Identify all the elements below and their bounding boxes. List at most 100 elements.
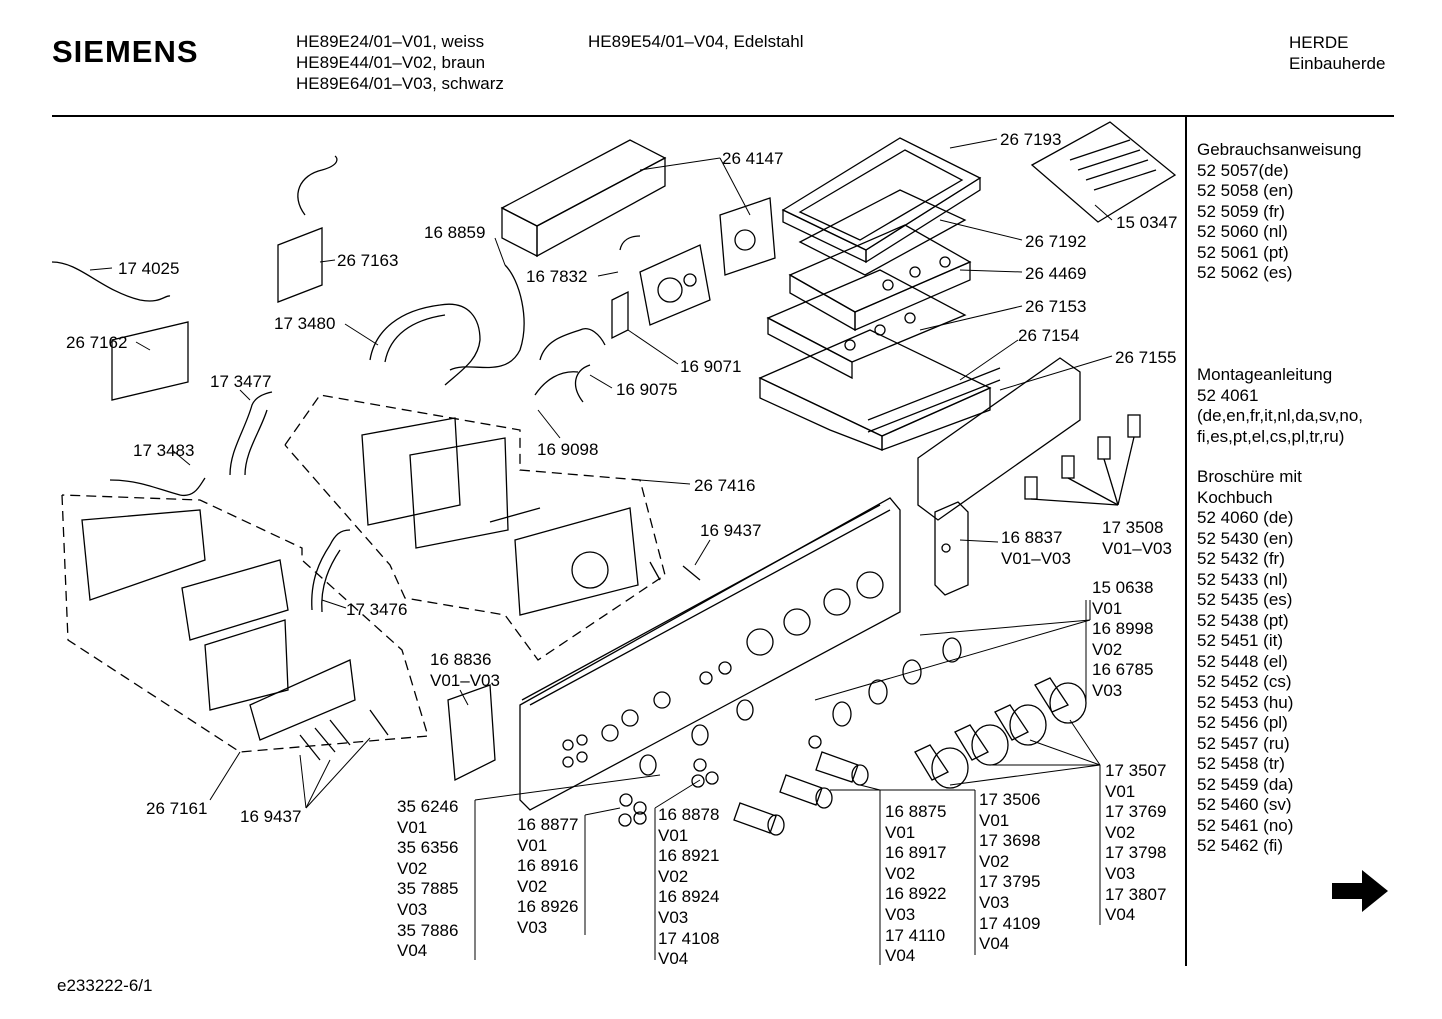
part-label[interactable]: 26 7193 — [1000, 130, 1062, 149]
variant: V02 — [979, 851, 1010, 871]
doc-item[interactable]: 52 5451 (it) — [1197, 631, 1283, 650]
doc-item[interactable]: 52 5060 (nl) — [1197, 222, 1288, 241]
part-block[interactable]: 15 0638 V01 16 8998 V02 16 6785 V03 — [1092, 578, 1153, 702]
part-number: 17 4109 — [979, 913, 1041, 933]
center-assembly-drawing — [284, 394, 666, 661]
model-line: HE89E44/01–V02, braun — [296, 53, 486, 72]
part-label[interactable]: 16 9437 — [700, 521, 762, 540]
doc-item[interactable]: 52 5062 (es) — [1197, 263, 1293, 282]
doc-item[interactable]: 52 5462 (fi) — [1197, 836, 1283, 855]
doc-item[interactable]: 52 5456 (pl) — [1197, 713, 1288, 732]
variant: V03 — [658, 907, 689, 927]
section-title: Montageanleitung — [1197, 365, 1333, 384]
part-label[interactable]: 16 9075 — [616, 380, 678, 399]
part-block[interactable]: 35 6246 V01 35 6356 V02 35 7885 V03 35 7… — [397, 797, 458, 962]
doc-item[interactable]: 52 5061 (pt) — [1197, 242, 1289, 262]
part-label[interactable]: 26 7192 — [1025, 232, 1087, 251]
part-block[interactable]: 16 8837 V01–V03 — [1001, 528, 1071, 569]
doc-item[interactable]: 52 5448 (el) — [1197, 651, 1288, 671]
doc-item[interactable]: 52 5459 (da) — [1197, 774, 1294, 794]
doc-item[interactable]: 52 4061 — [1197, 385, 1259, 405]
doc-item[interactable]: 52 5461 (no) — [1197, 815, 1294, 835]
part-block[interactable]: 16 8878 V01 16 8921 V02 16 8924 V03 17 4… — [658, 805, 719, 970]
screw-bag-drawing — [1030, 121, 1177, 223]
part-number: 16 8877 — [517, 815, 579, 834]
part-label[interactable]: 17 3476 — [346, 600, 408, 619]
part-label[interactable]: 15 0347 — [1116, 213, 1178, 232]
variant: V03 — [979, 892, 1010, 912]
part-number: 17 3798 — [1105, 843, 1167, 863]
doc-item[interactable]: 52 5438 (pt) — [1197, 610, 1289, 630]
bracket-drawing — [500, 139, 667, 258]
part-label[interactable]: 26 7416 — [694, 476, 756, 495]
part-number: 16 8998 — [1092, 619, 1154, 639]
doc-item[interactable]: 52 4060 (de) — [1197, 508, 1294, 527]
part-block[interactable]: 17 3508 V01–V03 — [1102, 518, 1172, 559]
sidebar-divider — [1185, 117, 1187, 966]
header-divider — [52, 115, 1394, 117]
part-number: 17 3698 — [979, 831, 1041, 851]
cable-drawing — [51, 155, 641, 613]
part-label[interactable]: 16 9071 — [680, 357, 742, 376]
variant: V02 — [885, 863, 916, 883]
doc-item[interactable]: 52 5058 (en) — [1197, 181, 1294, 200]
part-label[interactable]: 16 9437 — [240, 807, 302, 826]
part-label[interactable]: 26 7153 — [1025, 297, 1087, 316]
screw-drawing — [299, 561, 701, 761]
variant: V01 — [885, 822, 916, 842]
part-block[interactable]: 16 8875 V01 16 8917 V02 16 8922 V03 17 4… — [885, 802, 946, 967]
part-label[interactable]: 17 3480 — [274, 314, 336, 333]
part-number: 17 3508 — [1102, 518, 1164, 537]
part-label[interactable]: 16 8859 — [424, 223, 486, 242]
category-block: HERDE Einbauherde — [1289, 32, 1385, 74]
document-code: e233222-6/1 — [57, 976, 153, 995]
part-number: 17 3795 — [979, 872, 1041, 892]
part-label[interactable]: 26 7161 — [146, 799, 208, 818]
doc-item[interactable]: 52 5430 (en) — [1197, 528, 1294, 548]
part-number: 35 7886 — [397, 920, 459, 940]
doc-item[interactable]: 52 5057(de) — [1197, 160, 1289, 180]
section-title: Kochbuch — [1197, 487, 1273, 507]
part-label[interactable]: 26 4469 — [1025, 264, 1087, 283]
ring-drawing — [618, 637, 962, 827]
frame-drawing — [798, 189, 967, 276]
arrow-right-icon[interactable] — [1330, 866, 1390, 916]
part-block[interactable]: 17 3506 V01 17 3698 V02 17 3795 V03 17 4… — [979, 790, 1040, 955]
section-title: Broschüre mit — [1197, 467, 1302, 486]
part-block[interactable]: 16 8836 V01–V03 — [430, 650, 500, 691]
part-number: 16 8878 — [658, 805, 720, 824]
part-label[interactable]: 17 3477 — [210, 372, 272, 391]
part-label[interactable]: 26 4147 — [722, 149, 784, 168]
doc-item[interactable]: 52 5457 (ru) — [1197, 733, 1290, 753]
variant: V03 — [1092, 680, 1123, 700]
part-label[interactable]: 17 4025 — [118, 259, 180, 278]
model-line: HE89E24/01–V01, weiss — [296, 32, 485, 51]
variant: V02 — [517, 876, 548, 896]
doc-item[interactable]: 52 5460 (sv) — [1197, 795, 1292, 814]
variant: V02 — [1105, 822, 1136, 842]
part-number: 17 3807 — [1105, 884, 1167, 904]
control-module-drawing — [766, 269, 967, 380]
variant: V01 — [1105, 781, 1136, 801]
part-block[interactable]: 17 3507 V01 17 3769 V02 17 3798 V03 17 3… — [1105, 761, 1166, 926]
doc-item[interactable]: 52 5453 (hu) — [1197, 692, 1294, 712]
doc-item[interactable]: 52 5433 (nl) — [1197, 569, 1288, 589]
part-label[interactable]: 16 9098 — [537, 440, 599, 459]
part-label[interactable]: 16 7832 — [526, 267, 588, 286]
section-title: Gebrauchsanweisung — [1197, 140, 1362, 159]
part-label[interactable]: 26 7155 — [1115, 348, 1177, 367]
part-label[interactable]: 26 7163 — [337, 251, 399, 270]
part-block[interactable]: 16 8877 V01 16 8916 V02 16 8926 V03 — [517, 815, 578, 939]
part-label[interactable]: 17 3483 — [133, 441, 195, 460]
part-label[interactable]: 26 7154 — [1018, 326, 1080, 345]
variant: V04 — [658, 949, 689, 969]
doc-item[interactable]: 52 5432 (fr) — [1197, 549, 1285, 568]
part-number: 16 8921 — [658, 846, 720, 866]
doc-item[interactable]: 52 5452 (cs) — [1197, 672, 1292, 691]
part-label[interactable]: 26 7162 — [66, 333, 128, 352]
side-bracket-drawing — [934, 501, 969, 596]
doc-item[interactable]: 52 5435 (es) — [1197, 590, 1293, 609]
part-number: 16 8917 — [885, 843, 947, 863]
doc-item[interactable]: 52 5059 (fr) — [1197, 201, 1285, 221]
doc-item[interactable]: 52 5458 (tr) — [1197, 754, 1285, 773]
